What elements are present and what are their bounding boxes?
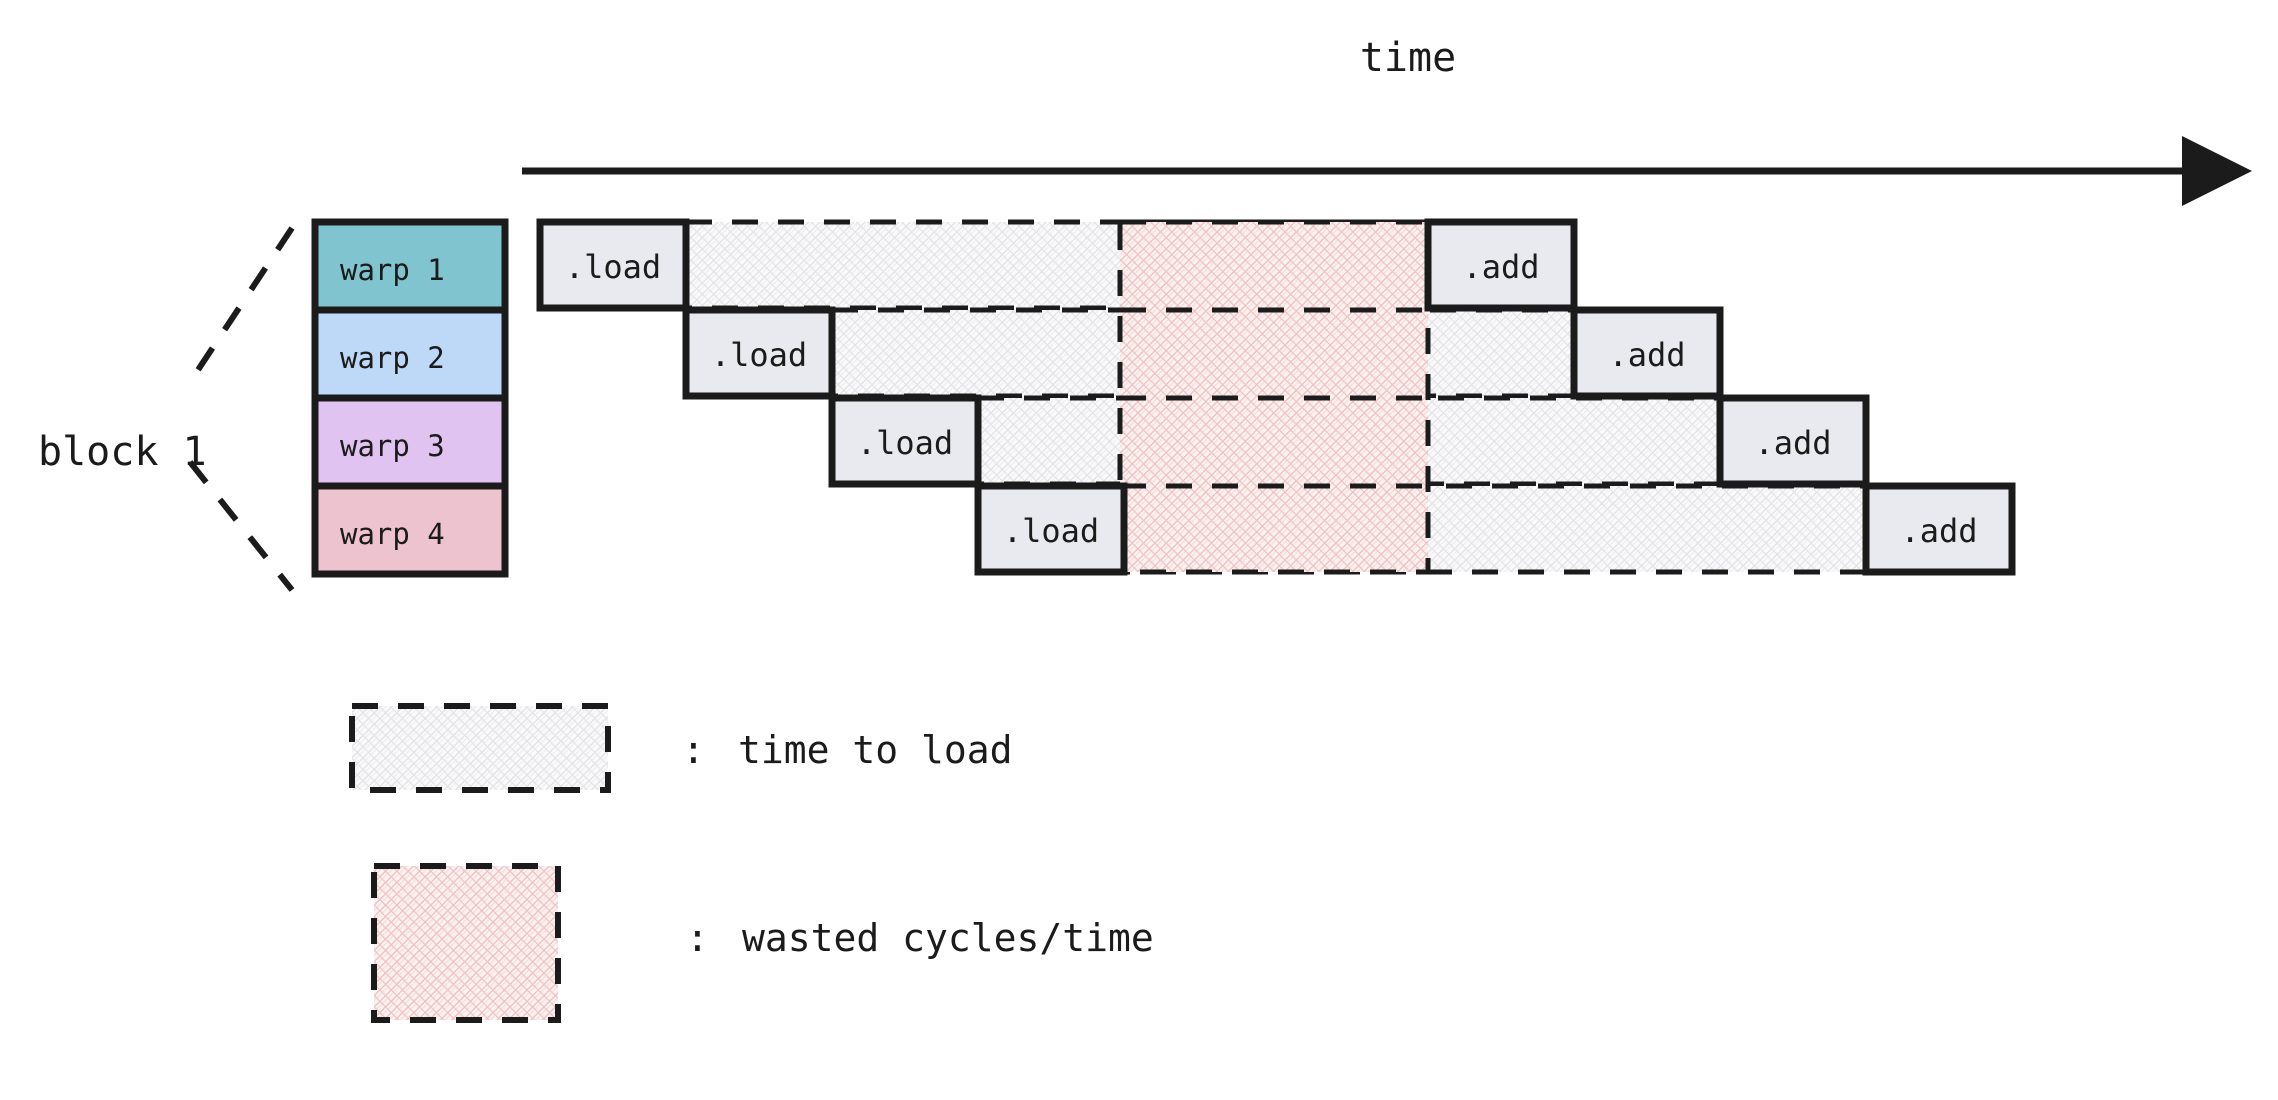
legend-entry-time-to-load: : time to load: [349, 703, 1013, 793]
op-load-warp-3[interactable]: .load: [828, 394, 982, 488]
op-load-box-1: [536, 218, 690, 312]
op-add-box-3: [1716, 394, 1870, 488]
op-load-label-4: .load: [1003, 512, 1099, 550]
op-add-box-4: [1862, 482, 2016, 576]
legend: : time to load : wasted cycles/time: [349, 703, 1154, 1023]
op-add-label-2: .add: [1608, 336, 1685, 374]
block-group: block 1: [38, 226, 295, 592]
warp-swatch-4: [311, 482, 509, 578]
wasted-cycles-band: [1117, 219, 1431, 575]
op-load-label-3: .load: [857, 424, 953, 462]
op-add-warp-4[interactable]: .add: [1862, 482, 2016, 576]
legend-label-wasted-cycles: wasted cycles/time: [742, 916, 1154, 960]
warp-label-3: warp 3: [340, 429, 445, 463]
op-add-box-1: [1424, 218, 1578, 312]
warp-label-4: warp 4: [340, 517, 445, 551]
time-axis-label: time: [1360, 35, 1456, 81]
warp-box-1[interactable]: warp 1: [311, 218, 509, 314]
op-load-warp-4[interactable]: .load: [974, 482, 1128, 576]
op-add-label-1: .add: [1462, 248, 1539, 286]
wasted-band-border: [1117, 219, 1431, 575]
legend-swatch-load-border: [349, 703, 611, 793]
op-load-label-2: .load: [711, 336, 807, 374]
op-add-label-4: .add: [1900, 512, 1977, 550]
legend-swatch-wasted-border: [371, 863, 561, 1023]
legend-entry-wasted-cycles: : wasted cycles/time: [371, 863, 1154, 1023]
legend-separator-1: :: [682, 728, 705, 772]
op-add-label-3: .add: [1754, 424, 1831, 462]
block-label: block 1: [38, 429, 207, 475]
op-add-warp-2[interactable]: .add: [1570, 306, 1724, 400]
block-brace-lower: [187, 460, 295, 592]
op-load-box-2: [682, 306, 836, 400]
legend-swatch-wasted-fill-b: [374, 866, 558, 1020]
time-axis: time: [522, 35, 2252, 206]
warp-stack: warp 1 warp 2 warp 3 warp 4: [311, 218, 509, 578]
block-brace-upper: [187, 226, 295, 384]
op-load-box-4: [974, 482, 1128, 576]
op-add-warp-1[interactable]: .add: [1424, 218, 1578, 312]
load-ops: .load .load .load .load: [536, 218, 1128, 576]
op-load-label-1: .load: [565, 248, 661, 286]
op-load-box-3: [828, 394, 982, 488]
warp-box-3[interactable]: warp 3: [311, 394, 509, 490]
add-ops: .add .add .add .add: [1424, 218, 2016, 576]
op-load-warp-1[interactable]: .load: [536, 218, 690, 312]
warp-label-1: warp 1: [340, 253, 445, 287]
warp-swatch-2: [311, 306, 509, 402]
warp-box-4[interactable]: warp 4: [311, 482, 509, 578]
op-add-warp-3[interactable]: .add: [1716, 394, 1870, 488]
op-add-box-2: [1570, 306, 1724, 400]
legend-label-time-to-load: time to load: [738, 728, 1013, 772]
legend-swatch-load-fill-b: [352, 706, 608, 790]
legend-separator-2: :: [686, 916, 709, 960]
warp-label-2: warp 2: [340, 341, 445, 375]
warp-box-2[interactable]: warp 2: [311, 306, 509, 402]
op-load-warp-2[interactable]: .load: [682, 306, 836, 400]
